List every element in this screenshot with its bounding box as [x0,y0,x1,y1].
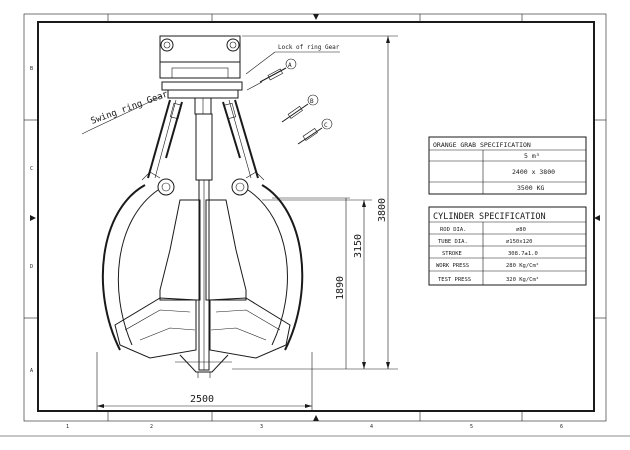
cylinder-spec-title: CYLINDER SPECIFICATION [433,212,546,222]
tine-right [209,297,291,359]
cylinder-spec-table: CYLINDER SPECIFICATION ROD DIA. ∅80 TUBE… [428,206,587,286]
border-letter-left-1: B [30,66,33,72]
center-column [195,113,213,181]
dimension-width: 2500 [190,394,214,405]
cylinder-row-value: ∅80 [516,227,526,233]
hinge-pin-right [231,178,249,196]
border-number-1: 1 [66,424,69,430]
bolt-a: A [259,58,297,83]
dimension-height-low: 1890 [335,276,346,300]
border-number-2: 2 [150,424,153,430]
mount-pin-left [160,38,174,52]
border-number-6: 6 [560,424,563,430]
orange-grab-spec-title: ORANGE GRAB SPECIFICATION [433,141,531,149]
border-letter-left-2: C [30,166,33,172]
dimension-height-total: 3800 [377,198,388,222]
border-number-5: 5 [470,424,473,430]
inner-border [37,21,595,412]
cylinder-row-value: 280 Kg/Cm² [506,262,539,269]
dimension-height-mid: 3150 [353,234,364,258]
center-mark-bottom [313,415,319,421]
marker-c: C [324,122,328,129]
swing-ring-gear [161,81,243,91]
cylinder-row-value: ∅150x120 [506,239,533,245]
border-number-3: 3 [260,424,263,430]
bolt-b: B [281,94,319,123]
tip [179,354,229,373]
mount-pin-right [226,38,240,52]
center-mark-left [30,215,36,221]
label-lock-ring-gear: Lock of ring Gear [278,44,340,51]
center-mark-right [594,215,600,221]
orange-grab-spec-capacity: 5 m³ [524,152,540,160]
cylinder-row-label: WORK PRESS [436,263,469,269]
marker-b: B [310,98,314,105]
label-swing-ring-gear: Swing ring Gear [90,89,170,126]
hinge-pin-left [157,178,175,196]
outer-arm-right [261,184,304,351]
center-mark-top [313,14,319,20]
marker-a: A [288,62,292,69]
cylinder-row-label: TUBE DIA. [438,239,468,245]
cylinder-row-label: STROKE [442,251,462,257]
border-ticks [24,14,606,421]
grab-body [159,199,201,301]
cylinders [147,99,259,179]
tine-left [114,297,197,359]
mount-bracket [159,35,241,62]
border-letter-left-4: A [30,368,33,374]
orange-grab-spec-table: ORANGE GRAB SPECIFICATION 5 m³ 2400 x 38… [428,136,587,195]
orange-grab-spec-weight: 3500 KG [517,184,544,192]
orange-grab-drawing [101,35,304,378]
bolt-c: C [297,118,333,145]
outer-arm-left [101,184,146,351]
dimensions: 2500 3800 3150 1890 [96,35,398,412]
border-number-4: 4 [370,424,373,430]
cylinder-row-value: 308.7±1.0 [508,251,538,257]
cylinder-row-label: TEST PRESS [438,277,471,283]
orange-grab-spec-size: 2400 x 3800 [512,168,555,176]
cylinder-row-value: 320 Kg/Cm² [506,276,539,283]
callouts: Lock of ring Gear Swing ring Gear A B C [81,44,340,145]
cylinder-row-label: ROD DIA. [440,227,467,233]
border-letter-left-3: D [30,264,33,270]
